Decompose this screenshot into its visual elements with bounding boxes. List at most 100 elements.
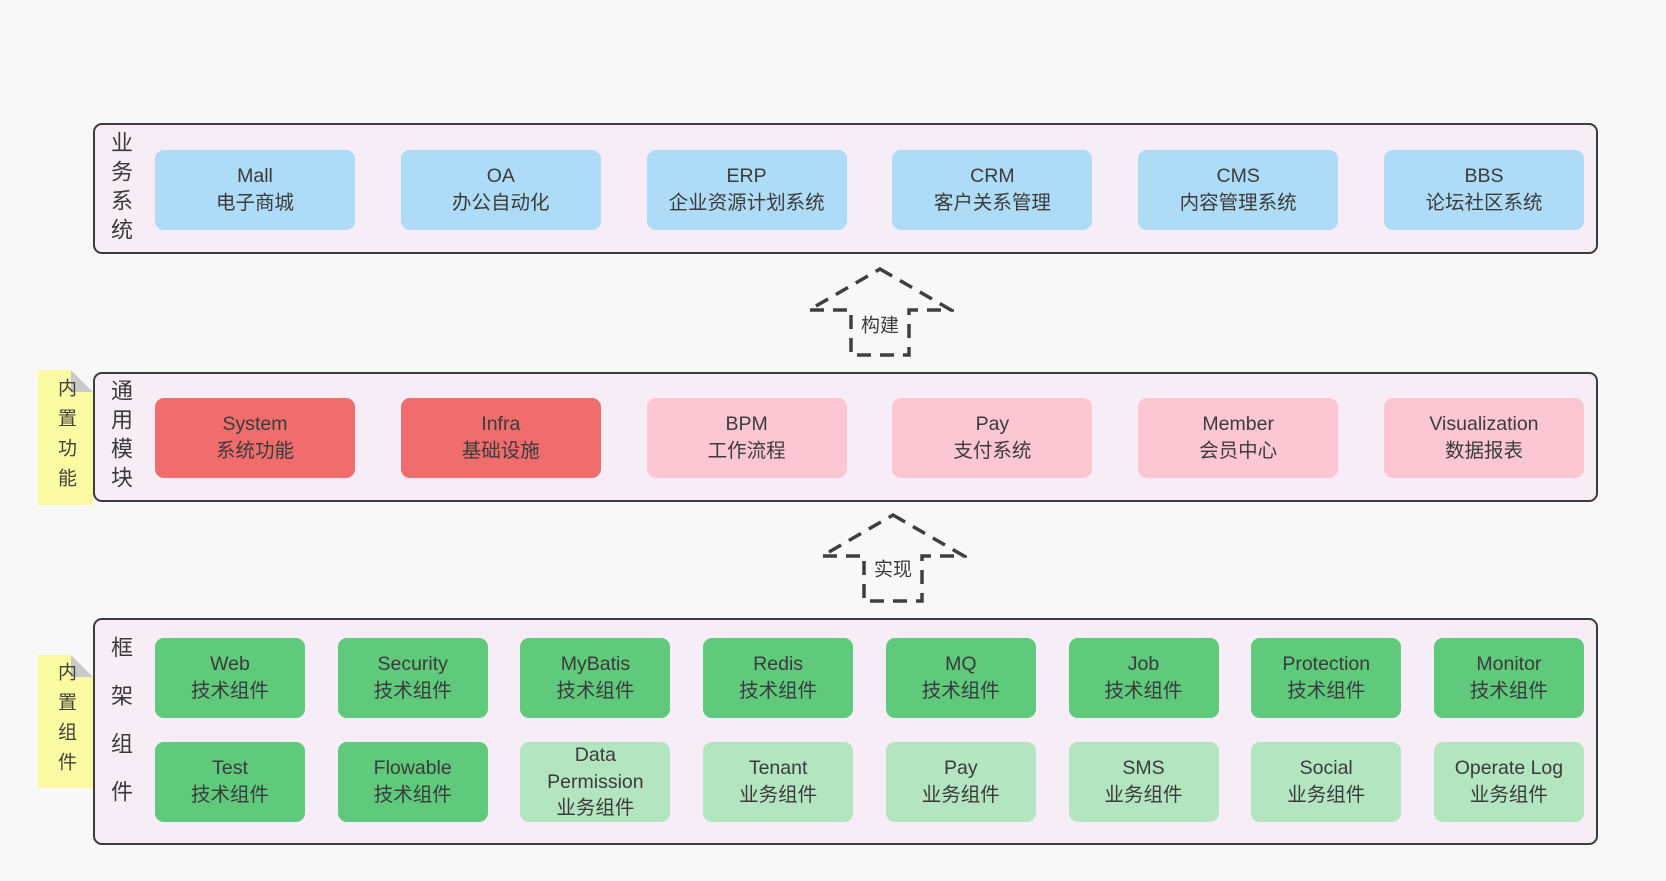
arrow-up-implement-icon bbox=[819, 512, 967, 603]
box-title: Monitor bbox=[1476, 653, 1542, 676]
box-title: SMS bbox=[1122, 757, 1165, 780]
box-subtitle: 内容管理系统 bbox=[1179, 192, 1297, 214]
box-title: Redis bbox=[753, 653, 804, 676]
common-modules-panel: 通用模块 System 系统功能 Infra 基础设施 BPM 工作流程 Pay… bbox=[93, 372, 1598, 502]
framework-components-row-1: Web 技术组件 Security 技术组件 MyBatis 技术组件 Redi… bbox=[155, 638, 1584, 718]
box-subtitle: 技术组件 bbox=[556, 680, 635, 702]
box-subtitle: 数据报表 bbox=[1444, 440, 1523, 462]
box-title: MyBatis bbox=[560, 653, 631, 676]
box-title: Data Permission bbox=[547, 744, 644, 793]
box-subtitle: 客户关系管理 bbox=[933, 192, 1051, 214]
builtin-components-note: 内置组件 bbox=[38, 655, 93, 788]
box-title: Tenant bbox=[748, 757, 808, 780]
box-test: Test 技术组件 bbox=[155, 742, 305, 822]
box-title: Infra bbox=[481, 413, 521, 436]
box-tenant: Tenant 业务组件 bbox=[703, 742, 854, 822]
box-subtitle: 论坛社区系统 bbox=[1425, 192, 1543, 214]
box-title: Web bbox=[210, 653, 250, 676]
box-subtitle: 技术组件 bbox=[190, 680, 269, 702]
box-title: CMS bbox=[1216, 165, 1260, 188]
box-sms: SMS 业务组件 bbox=[1068, 742, 1219, 822]
box-subtitle: 业务组件 bbox=[921, 784, 1000, 806]
box-subtitle: 支付系统 bbox=[953, 440, 1032, 462]
box-title: Pay bbox=[944, 757, 978, 780]
box-title: Visualization bbox=[1429, 413, 1539, 436]
builtin-functions-note-text: 内置功能 bbox=[55, 377, 76, 498]
box-title: OA bbox=[486, 165, 515, 188]
box-subtitle: 企业资源计划系统 bbox=[668, 192, 825, 214]
box-protection: Protection 技术组件 bbox=[1251, 638, 1402, 718]
box-flowable: Flowable 技术组件 bbox=[337, 742, 488, 822]
box-job: Job 技术组件 bbox=[1068, 638, 1219, 718]
box-subtitle: 技术组件 bbox=[190, 784, 269, 806]
business-systems-panel: 业务系统 Mall 电子商城 OA 办公自动化 ERP 企业资源计划系统 CRM… bbox=[93, 123, 1598, 254]
framework-components-label: 框架组件 bbox=[108, 635, 133, 828]
box-subtitle: 电子商城 bbox=[215, 192, 294, 214]
box-subtitle: 技术组件 bbox=[1104, 680, 1183, 702]
box-security: Security 技术组件 bbox=[337, 638, 488, 718]
box-subtitle: 技术组件 bbox=[373, 680, 452, 702]
box-subtitle: 业务组件 bbox=[1469, 784, 1548, 806]
box-redis: Redis 技术组件 bbox=[703, 638, 854, 718]
framework-components-panel: 框架组件 Web 技术组件 Security 技术组件 MyBatis 技术组件… bbox=[93, 618, 1598, 845]
box-erp: ERP 企业资源计划系统 bbox=[646, 150, 847, 230]
box-subtitle: 技术组件 bbox=[921, 680, 1000, 702]
business-systems-label: 业务系统 bbox=[108, 130, 133, 247]
box-title: Mall bbox=[237, 165, 273, 188]
box-subtitle: 业务组件 bbox=[1287, 784, 1366, 806]
box-title: Member bbox=[1202, 413, 1274, 436]
business-systems-row: Mall 电子商城 OA 办公自动化 ERP 企业资源计划系统 CRM 客户关系… bbox=[155, 150, 1584, 230]
box-title: ERP bbox=[726, 165, 767, 188]
build-arrow-label: 构建 bbox=[856, 309, 904, 339]
box-title: CRM bbox=[970, 165, 1015, 188]
framework-components-row-2: Test 技术组件 Flowable 技术组件 Data Permission … bbox=[155, 742, 1584, 822]
box-system: System 系统功能 bbox=[155, 398, 355, 478]
common-modules-row: System 系统功能 Infra 基础设施 BPM 工作流程 Pay 支付系统… bbox=[155, 398, 1584, 478]
implement-arrow-label: 实现 bbox=[869, 553, 917, 583]
box-subtitle: 会员中心 bbox=[1199, 440, 1278, 462]
box-title: Security bbox=[377, 653, 448, 676]
box-subtitle: 技术组件 bbox=[739, 680, 818, 702]
box-title: Job bbox=[1127, 653, 1160, 676]
builtin-components-note-text: 内置组件 bbox=[55, 661, 76, 782]
common-modules-label: 通用模块 bbox=[108, 379, 133, 495]
box-subtitle: 办公自动化 bbox=[452, 192, 550, 214]
box-subtitle: 业务组件 bbox=[739, 784, 818, 806]
box-mq: MQ 技术组件 bbox=[885, 638, 1036, 718]
arrow-outline bbox=[806, 266, 954, 357]
box-subtitle: 系统功能 bbox=[215, 440, 294, 462]
box-title: BPM bbox=[725, 413, 768, 436]
box-title: Pay bbox=[975, 413, 1010, 436]
box-web: Web 技术组件 bbox=[155, 638, 305, 718]
arrow-up-build-icon bbox=[806, 266, 954, 357]
box-title: Operate Log bbox=[1454, 757, 1564, 780]
box-subtitle: 技术组件 bbox=[373, 784, 452, 806]
box-monitor: Monitor 技术组件 bbox=[1433, 638, 1584, 718]
box-data-permission: Data Permission 业务组件 bbox=[520, 742, 671, 822]
box-subtitle: 技术组件 bbox=[1469, 680, 1548, 702]
box-operate-log: Operate Log 业务组件 bbox=[1433, 742, 1584, 822]
box-social: Social 业务组件 bbox=[1251, 742, 1402, 822]
box-bpm: BPM 工作流程 bbox=[646, 398, 847, 478]
box-infra: Infra 基础设施 bbox=[400, 398, 601, 478]
box-title: Flowable bbox=[373, 757, 452, 780]
box-bbs: BBS 论坛社区系统 bbox=[1383, 150, 1584, 230]
box-subtitle: 业务组件 bbox=[1104, 784, 1183, 806]
builtin-functions-note: 内置功能 bbox=[38, 370, 93, 505]
arrow-outline bbox=[819, 512, 967, 603]
box-title: Social bbox=[1299, 757, 1353, 780]
box-subtitle: 业务组件 bbox=[556, 797, 635, 820]
box-title: System bbox=[222, 413, 288, 436]
box-oa: OA 办公自动化 bbox=[400, 150, 601, 230]
box-pay-module: Pay 支付系统 bbox=[892, 398, 1093, 478]
box-title: Test bbox=[212, 757, 248, 780]
box-mall: Mall 电子商城 bbox=[155, 150, 355, 230]
box-mybatis: MyBatis 技术组件 bbox=[520, 638, 671, 718]
box-crm: CRM 客户关系管理 bbox=[892, 150, 1093, 230]
box-title: Protection bbox=[1282, 653, 1371, 676]
box-title: MQ bbox=[945, 653, 977, 676]
box-member: Member 会员中心 bbox=[1138, 398, 1339, 478]
box-visualization: Visualization 数据报表 bbox=[1383, 398, 1584, 478]
box-subtitle: 基础设施 bbox=[461, 440, 540, 462]
